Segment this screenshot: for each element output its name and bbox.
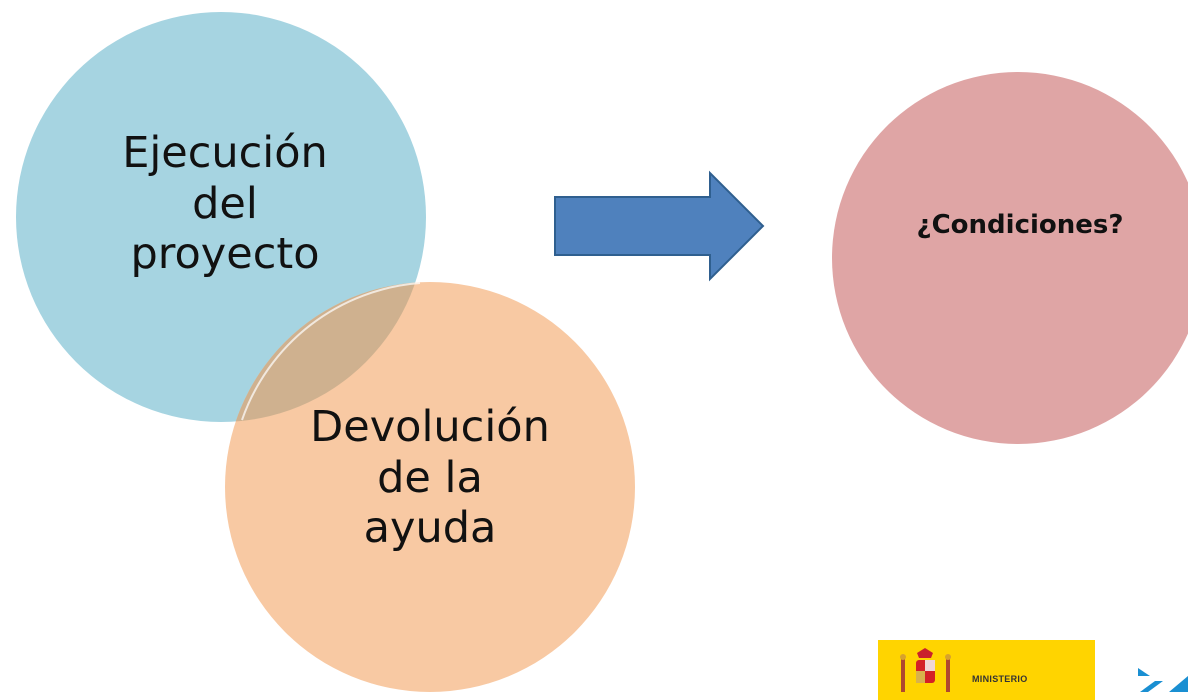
condiciones-circle bbox=[832, 72, 1188, 444]
blue-chevron-icon bbox=[1138, 668, 1188, 692]
devolucion-label: Devolución de la ayuda bbox=[285, 402, 575, 554]
condiciones-label: ¿Condiciones? bbox=[916, 210, 1124, 240]
coat-of-arms-icon bbox=[900, 648, 951, 692]
devolucion-line-2: de la bbox=[377, 452, 483, 503]
ministry-logo: MINISTERIO bbox=[878, 640, 1095, 700]
right-arrow-icon bbox=[554, 170, 765, 282]
ejecucion-line-3: proyecto bbox=[130, 229, 320, 280]
ejecucion-line-2: del bbox=[192, 178, 258, 229]
ejecucion-line-1: Ejecución bbox=[122, 128, 328, 178]
overlap-edge bbox=[241, 282, 421, 421]
overlap-region bbox=[225, 282, 426, 422]
devolucion-line-1: Devolución bbox=[310, 402, 550, 452]
ejecucion-label: Ejecución del proyecto bbox=[80, 128, 370, 280]
devolucion-line-3: ayuda bbox=[363, 503, 497, 554]
logo-text: MINISTERIO bbox=[972, 674, 1028, 684]
